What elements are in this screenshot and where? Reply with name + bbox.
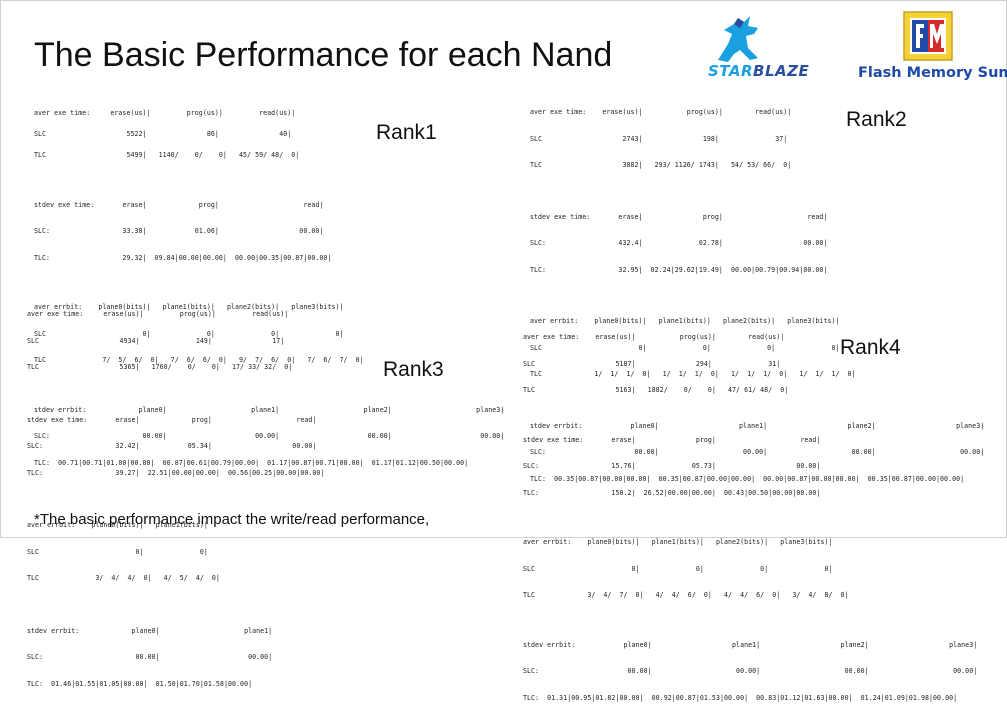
rank4-label: Rank4 <box>840 336 901 359</box>
log-line: stdev errbit: plane0| plane1| plane2| pl… <box>523 640 978 649</box>
log-line: SLC: 00.00| 00.00| <box>27 653 273 661</box>
log-line: SLC 0| 0| 0| 0| <box>530 343 840 352</box>
log-line: SLC 5522| 86| 40| <box>34 130 292 138</box>
log-line: SLC 2743| 198| 37| <box>530 134 788 143</box>
log-line: stdev exe time: erase| prog| read| <box>34 200 324 209</box>
starblaze-logo: STARBLAZE <box>688 14 830 84</box>
log-line: stdev errbit: plane0| plane1| plane2| pl… <box>34 405 505 414</box>
rank3-log: aver exe time: erase(us)| prog(us)| read… <box>27 297 324 700</box>
log-line: TLC: 150.2| 26.52|00.00|00.00| 00.43|00.… <box>523 488 821 497</box>
log-line: TLC 5163| 1882/ 0/ 0| 47/ 61/ 48/ 0| <box>523 386 789 394</box>
log-line: TLC 7/ 5/ 6/ 0| 7/ 6/ 6/ 0| 9/ 7/ 6/ 0| … <box>34 356 364 364</box>
log-line: TLC 3/ 4/ 4/ 0| 4/ 5/ 4/ 0| <box>27 574 220 582</box>
log-line: aver exe time: erase(us)| prog(us)| read… <box>27 310 289 318</box>
log-line: stdev errbit: plane0| plane1| plane2| pl… <box>530 421 985 430</box>
log-line: TLC 5365| 1760/ 0/ 0| 17/ 33/ 32/ 0| <box>27 363 293 371</box>
log-line: SLC 0| 0| 0| 0| <box>34 329 344 338</box>
log-line: TLC: 32.95| 02.24|29.62|19.49| 00.00|00.… <box>530 265 828 274</box>
log-line: TLC: 00.35|00.87|00.00|00.00| 00.35|00.8… <box>530 474 965 483</box>
log-line: stdev exe time: erase| prog| read| <box>523 435 821 444</box>
log-line: SLC: 33.30| 01.06| 00.00| <box>34 227 324 235</box>
rank1-log: aver exe time: erase(us)| prog(us)| read… <box>34 96 504 479</box>
fms-logo: Flash Memory Summit <box>856 10 1007 86</box>
log-line: TLC: 39.27| 22.51|00.00|00.00| 00.56|00.… <box>27 468 325 477</box>
log-line: SLC 5187| 294| 31| <box>523 359 781 368</box>
log-line: stdev exe time: erase| prog| read| <box>530 212 828 221</box>
log-line: aver errbit: plane0(bits)| plane1(bits)|… <box>523 538 833 546</box>
log-line: TLC: 00.71|00.71|01.00|00.00| 00.87|00.6… <box>34 458 469 467</box>
log-line: stdev exe time: erase| prog| read| <box>27 415 317 424</box>
log-line: TLC 5499| 1140/ 0/ 0| 45/ 59/ 48/ 0| <box>34 151 300 159</box>
log-line: TLC: 29.32| 09.84|00.00|00.00| 00.00|00.… <box>34 253 332 262</box>
log-line: stdev errbit: plane0| plane1| <box>27 626 273 635</box>
log-line: aver exe time: erase(us)| prog(us)| read… <box>523 333 785 341</box>
slide-title-text: The Basic Performance for each Nand <box>34 36 613 74</box>
log-line: aver exe time: erase(us)| prog(us)| read… <box>34 109 296 117</box>
log-line: SLC: 00.00| 00.00| 00.00| 00.00| <box>523 667 978 675</box>
log-line: aver exe time: erase(us)| prog(us)| read… <box>530 108 792 116</box>
rank4-log: aver exe time: erase(us)| prog(us)| read… <box>523 320 977 714</box>
footer-note: *The basic performance impact the write/… <box>34 511 430 528</box>
rank2-label: Rank2 <box>846 108 907 131</box>
horse-icon <box>718 16 758 62</box>
log-line: SLC 0| 0| <box>27 547 208 556</box>
log-line: SLC: 32.42| 05.34| 00.00| <box>27 442 317 450</box>
slide-title: The Basic Performance for each Nand <box>34 36 612 75</box>
log-line: TLC 1/ 1/ 1/ 0| 1/ 1/ 1/ 0| 1/ 1/ 1/ 0| … <box>530 370 856 378</box>
rank1-label: Rank1 <box>376 121 437 144</box>
starblaze-wordmark: STARBLAZE <box>708 62 809 80</box>
fms-wordmark: Flash Memory Summit <box>858 65 1007 81</box>
log-line: SLC 0| 0| 0| 0| <box>523 564 833 573</box>
log-line: TLC: 01.46|01.55|01.05|00.00| 01.50|01.7… <box>27 679 253 688</box>
log-line: SLC: 432.4| 02.78| 00.00| <box>530 239 828 247</box>
log-line: SLC 4934| 149| 17| <box>27 336 285 345</box>
starblaze-blaze-text: BLAZE <box>753 62 810 80</box>
log-line: aver errbit: plane0(bits)| plane1(bits)|… <box>34 303 344 311</box>
log-line: TLC 3882| 293/ 1126/ 1743| 54/ 53/ 66/ 0… <box>530 161 792 169</box>
log-line: aver errbit: plane0(bits)| plane1(bits)| <box>27 521 208 529</box>
log-line: TLC 3/ 4/ 7/ 0| 4/ 4/ 6/ 0| 4/ 4/ 6/ 0| … <box>523 591 849 599</box>
log-line: SLC: 00.00| 00.00| 00.00| 00.00| <box>530 448 985 456</box>
log-line: SLC: 00.00| 00.00| 00.00| 00.00| <box>34 432 505 440</box>
rank2-log: aver exe time: erase(us)| prog(us)| read… <box>530 95 984 495</box>
log-line: TLC: 01.31|00.95|01.82|00.00| 00.92|00.8… <box>523 693 958 702</box>
log-line: aver errbit: plane0(bits)| plane1(bits)|… <box>530 317 840 325</box>
log-line: SLC: 15.76| 05.73| 00.00| <box>523 462 821 470</box>
fms-emblem-icon <box>903 11 953 61</box>
starblaze-star-text: STAR <box>708 62 754 80</box>
rank3-label: Rank3 <box>383 358 444 381</box>
